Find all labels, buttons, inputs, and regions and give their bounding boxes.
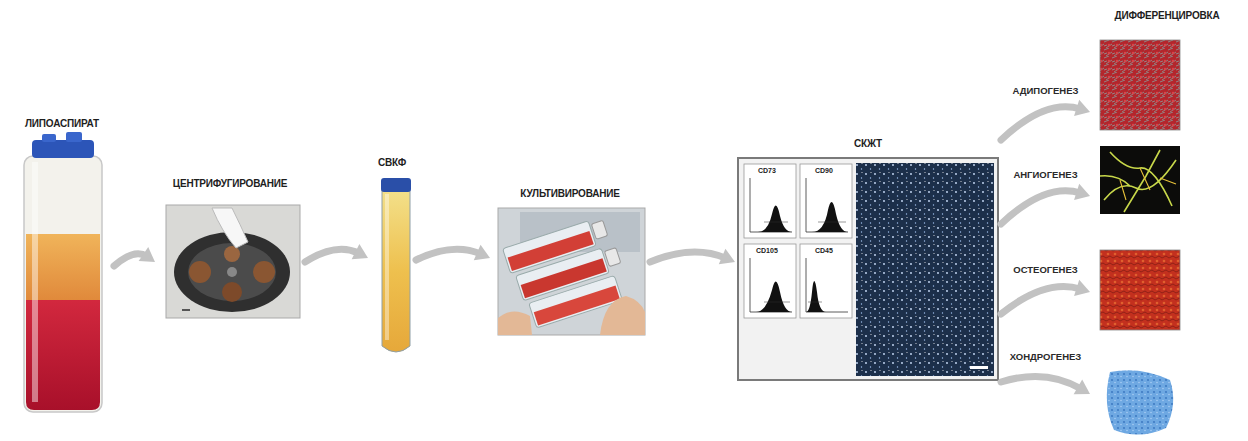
differentiation-images-part [1100,40,1180,130]
differentiation-images-part [1100,150,1176,212]
differentiation-images-part [1100,146,1180,214]
flow-arrow-shaft [1001,107,1080,140]
stage-heading: ДИФФЕРЕНЦИРОВКА [1090,10,1244,22]
centrifuge-photo-part [253,261,275,283]
flow-arrow-shaft [650,252,726,262]
msc-panel-part [758,205,792,232]
stage-node: ЦЕНТРИФУГИРОВАНИЕ [155,178,305,321]
stage-heading: СКЖТ [735,138,1001,150]
flow-arrow [1001,280,1090,314]
centrifuge-photo-part [188,243,276,301]
msc-panel-part [744,164,796,238]
flow-arrow-head [1074,184,1090,200]
svf-tube-part [385,194,389,340]
msc-panel-part [812,202,848,232]
msc-panel-part [856,163,994,376]
msc-panel-part [750,178,848,312]
culture-flasks-photo [498,208,645,335]
marker-label: CD73 [757,167,777,175]
flow-arrow [1001,100,1090,140]
culture-flasks-photo-part-part [604,248,620,267]
centrifuge-photo-part [182,309,190,311]
centrifuge-photo-part [189,261,211,283]
flow-arrow-shaft [1001,376,1081,389]
flow-arrow-head [1074,100,1090,116]
stage-heading: СВКФ [368,157,416,169]
flow-arrow-shaft [1001,286,1080,314]
differentiation-images-part [1107,370,1173,434]
flow-arrow-head [1074,280,1090,296]
flow-arrow-shaft [416,249,481,260]
centrifuge-photo-part [174,232,290,312]
process-label: АДИПОГЕНЕЗ [1011,85,1081,96]
culture-flasks-photo-part [498,311,532,335]
msc-panel-part [970,366,988,369]
differentiation-images [1100,40,1180,435]
lipoaspirate-tube-part [24,156,102,412]
flow-arrow-shaft [1001,191,1080,224]
stage-node: ДИФФЕРЕНЦИРОВКА [1090,10,1244,438]
lipoaspirate-tube-part [66,132,82,142]
centrifuge-photo [166,205,300,318]
differentiation-images-part [1100,250,1180,330]
flow-arrow-head [1074,380,1090,395]
msc-panel-part [800,244,852,318]
centrifuge-photo-part [227,267,237,277]
msc-panel [738,158,998,380]
marker-label: CD45 [814,247,834,255]
flow-arrow-head [139,247,155,262]
culture-flasks-photo-part-part [591,220,607,239]
stage-heading: КУЛЬТИВИРОВАНИЕ [490,188,650,200]
flow-arrow-shaft [305,249,359,262]
differentiation-images-part [1120,168,1176,200]
flow-arrow-head [352,244,368,259]
flow-arrow [416,245,490,261]
centrifuge-photo-part [224,246,240,262]
stage-heading: ЛИПОАСПИРАТ [10,118,114,130]
flow-arrow-head [719,249,735,265]
stage-node: ЛИПОАСПИРАТ [10,118,114,418]
svf-tube-part [381,178,411,192]
stage-node: СВКФ [368,157,416,357]
centrifuge-photo-part [222,282,242,302]
msc-panel-part [764,222,846,302]
marker-label: CD90 [814,167,834,175]
process-label: ХОНДРОГЕНЕЗ [1008,351,1084,362]
flow-arrow-head [474,245,490,261]
stage-node: КУЛЬТИВИРОВАНИЕ [490,188,650,338]
msc-panel-part [756,281,792,312]
svf-tube [381,178,411,352]
marker-label: CD105 [755,247,779,255]
flow-arrow [114,247,155,266]
flow-arrow [650,249,735,265]
msc-panel-part [800,164,852,238]
msc-panel-part [738,158,998,380]
process-label: АНГИОГЕНЕЗ [1011,169,1079,180]
culture-flasks-photo-part [498,208,645,335]
flow-arrow [1001,376,1090,394]
svf-tube-part [382,190,410,352]
msc-panel-part [744,244,796,318]
process-label: ОСТЕОГЕНЕЗ [1011,264,1079,275]
lipoaspirate-tube-part [32,140,94,158]
msc-panel-part [806,281,826,312]
lipoaspirate-tube-part [42,134,56,142]
culture-flasks-photo-part [600,296,645,335]
stage-heading: ЦЕНТРИФУГИРОВАНИЕ [155,178,305,190]
centrifuge-photo-part [166,205,300,318]
lipoaspirate-tube-part [32,162,38,402]
centrifuge-photo-part [212,208,248,248]
flow-arrow [1001,184,1090,224]
lipoaspirate-tube [24,132,102,412]
flow-arrow [305,244,368,262]
